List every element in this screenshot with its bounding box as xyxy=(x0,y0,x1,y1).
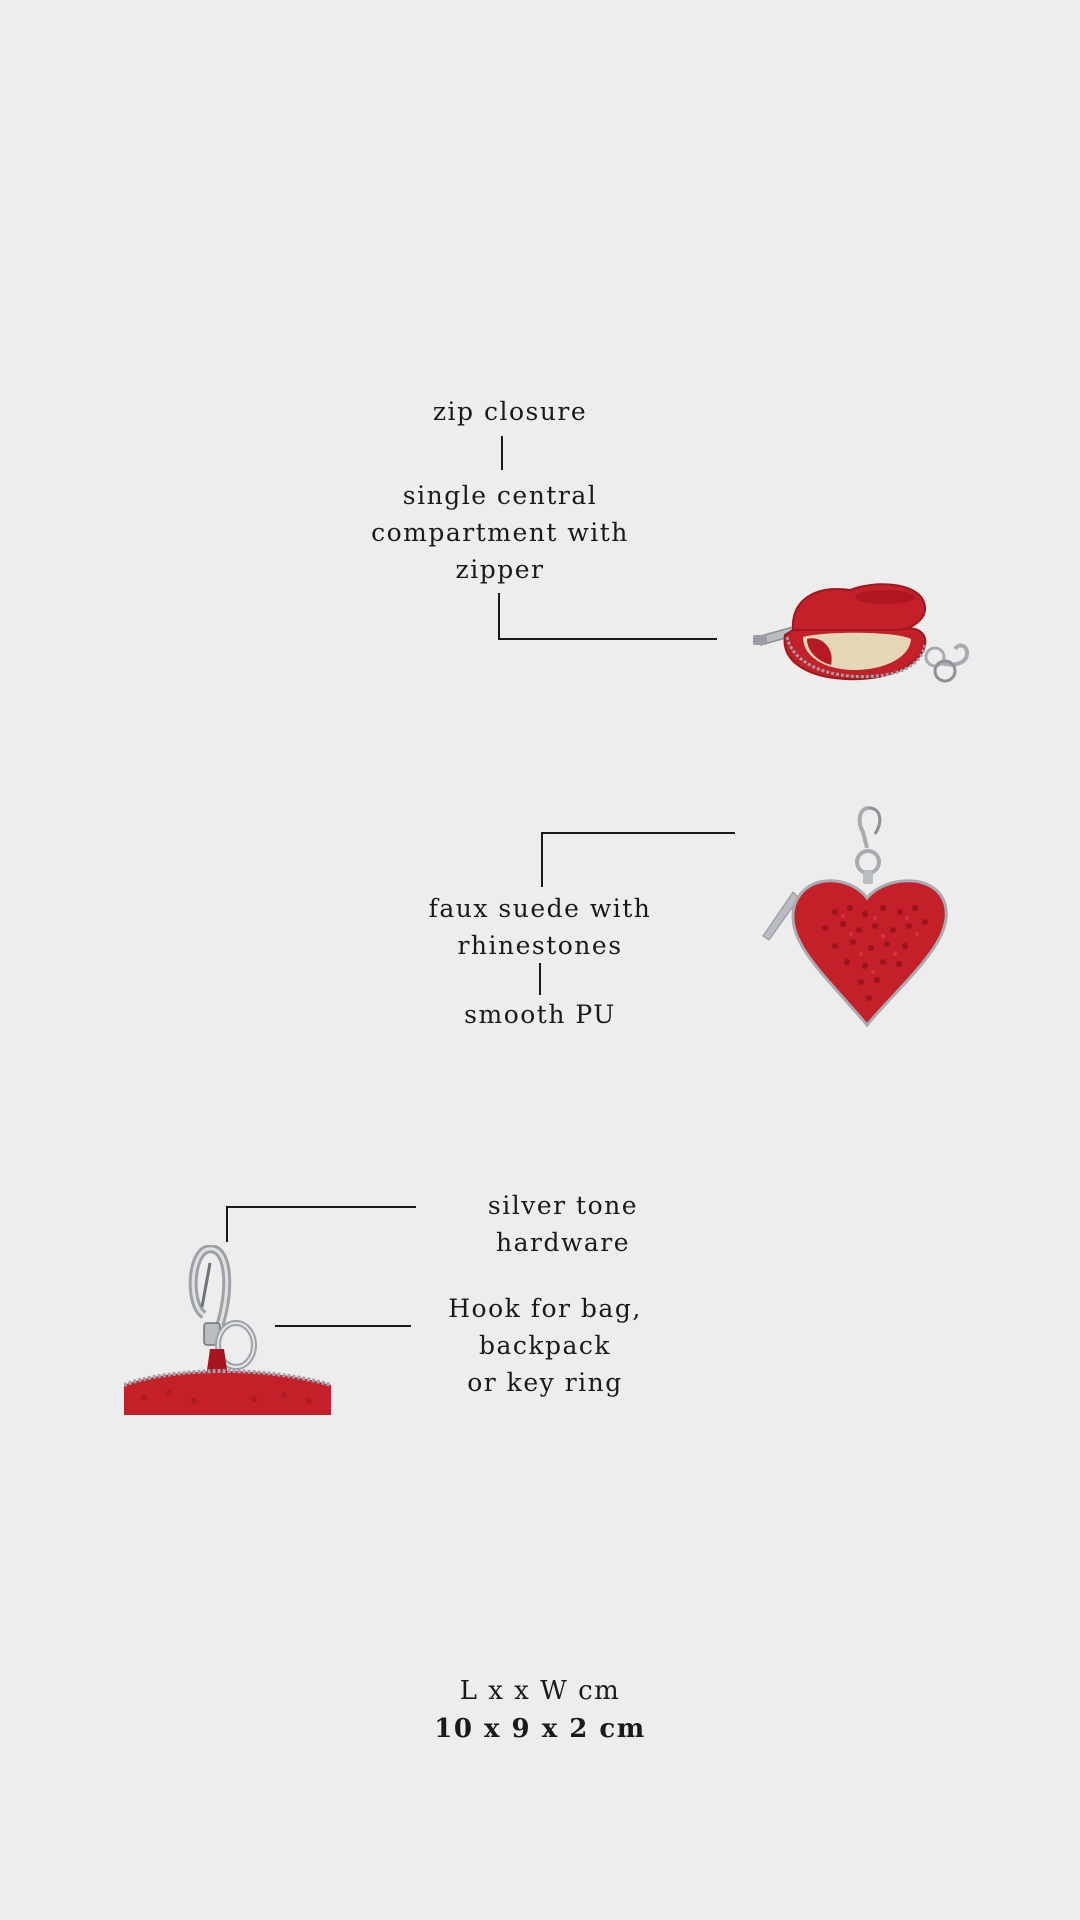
connector-hardware-horizontal xyxy=(226,1206,416,1208)
connector-zip xyxy=(501,436,503,470)
label-compartment: single central compartment with zipper xyxy=(360,477,640,588)
label-zip-closure: zip closure xyxy=(432,397,588,426)
hook-hardware-closeup-icon xyxy=(124,1245,332,1415)
label-hook: Hook for bag, backpack or key ring xyxy=(430,1290,660,1401)
connector-suede-horizontal xyxy=(541,832,735,834)
dimension-values: 10 x 9 x 2 cm xyxy=(434,1714,646,1744)
label-smooth-pu: smooth PU xyxy=(464,1000,616,1029)
label-compartment-line-3: zipper xyxy=(455,555,545,584)
connector-suede-vertical xyxy=(541,832,543,887)
connector-hardware-vertical xyxy=(226,1206,228,1242)
connector-compartment-horizontal xyxy=(498,638,717,640)
label-compartment-line-2: compartment with xyxy=(371,518,629,547)
connector-smooth-pu xyxy=(539,963,541,995)
label-faux-suede-line-1: faux suede with xyxy=(428,894,652,923)
label-hook-line-2: backpack xyxy=(478,1331,612,1360)
label-faux-suede-line-2: rhinestones xyxy=(457,931,623,960)
connector-compartment-vertical xyxy=(498,593,500,640)
label-compartment-line-1: single central xyxy=(402,481,598,510)
heart-coin-purse-open-icon xyxy=(753,583,970,683)
label-hook-line-3: or key ring xyxy=(467,1368,623,1397)
heart-coin-purse-front-icon xyxy=(762,806,948,1028)
label-faux-suede: faux suede with rhinestones xyxy=(400,890,680,964)
connector-hook xyxy=(275,1325,411,1327)
dimension-labels: L x x W cm xyxy=(459,1676,621,1706)
label-silver-hardware: silver tone hardware xyxy=(487,1191,639,1257)
label-hook-line-1: Hook for bag, xyxy=(448,1294,642,1323)
